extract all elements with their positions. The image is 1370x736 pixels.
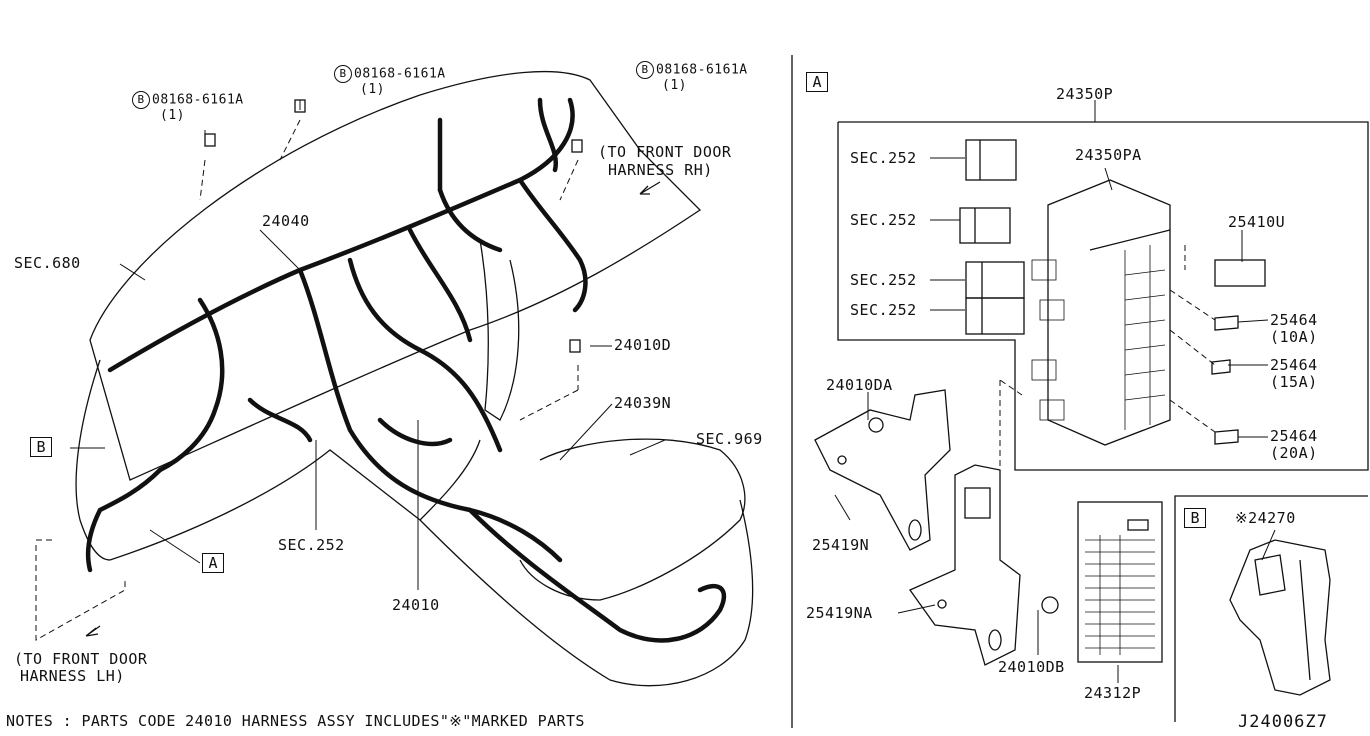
- bracket-25419n: [814, 389, 951, 551]
- part-25410u-label: 25410U: [1228, 213, 1286, 231]
- fuse-10a-rating: (10A): [1270, 328, 1318, 346]
- part-24312p-label: 24312P: [1084, 684, 1142, 702]
- instrument-panel-outline: [75, 70, 754, 687]
- arrow-rh: [639, 181, 661, 195]
- detail-b-frame: [1174, 495, 1368, 722]
- bracket-25419na: [909, 464, 1059, 666]
- part-24010db-label: 24010DB: [998, 658, 1065, 676]
- part-24040-label: 24040: [262, 212, 310, 230]
- part-24010d-label: 24010D: [614, 336, 672, 354]
- bolt-b-icon: B: [636, 61, 654, 79]
- detail-a-leaders: [834, 100, 1276, 683]
- to-front-door-lh-line2: HARNESS LH): [20, 667, 125, 685]
- sec-252-main-label: SEC.252: [278, 536, 345, 554]
- leader-lines: [70, 100, 666, 590]
- fuse-label-card: [1077, 501, 1163, 663]
- fuse-10a-part: 25464: [1270, 311, 1318, 329]
- bolt-qty-1: (1): [160, 108, 185, 123]
- bolt-b-icon: B: [132, 91, 150, 109]
- fuse-20a-part: 25464: [1270, 427, 1318, 445]
- part-24350p-label: 24350P: [1056, 85, 1114, 103]
- detail-a-marker: A: [202, 553, 224, 573]
- notes-text: NOTES : PARTS CODE 24010 HARNESS ASSY IN…: [6, 712, 585, 730]
- sec-680-label: SEC.680: [14, 254, 81, 272]
- fuse-block: [1031, 179, 1171, 446]
- bolt-qty-3: (1): [662, 78, 687, 93]
- detail-a-title: A: [806, 72, 828, 92]
- dashed-leaders: [35, 119, 1216, 641]
- diagram-code: J24006Z7: [1238, 712, 1328, 732]
- to-front-door-rh-line1: (TO FRONT DOOR: [598, 143, 732, 161]
- detail-b-title: B: [1184, 508, 1206, 528]
- to-front-door-lh-line1: (TO FRONT DOOR: [14, 650, 148, 668]
- part-24350pa-label: 24350PA: [1075, 146, 1142, 164]
- harness-wires: [85, 97, 727, 643]
- sec-969-label: SEC.969: [696, 430, 763, 448]
- bolt-qty-2: (1): [360, 82, 385, 97]
- arrow-lh: [85, 625, 101, 637]
- bolt-icons: [204, 99, 583, 353]
- sec-252-relay-2: SEC.252: [850, 211, 917, 229]
- to-front-door-rh-line2: HARNESS RH): [608, 161, 713, 179]
- detail-b-part: [1229, 539, 1331, 696]
- part-24010da-label: 24010DA: [826, 376, 893, 394]
- sec-252-relay-1: SEC.252: [850, 149, 917, 167]
- fuse-15a-rating: (15A): [1270, 373, 1318, 391]
- detail-b-marker: B: [30, 437, 52, 457]
- relay-icons: [959, 139, 1025, 335]
- sec-252-relay-4: SEC.252: [850, 301, 917, 319]
- part-25419na-label: 25419NA: [806, 604, 873, 622]
- bolt-b-icon: B: [334, 65, 352, 83]
- part-24039n-label: 24039N: [614, 394, 672, 412]
- sec-252-relay-3: SEC.252: [850, 271, 917, 289]
- fuse-block-frame: [837, 121, 1369, 471]
- part-24270-label: ※24270: [1235, 509, 1296, 527]
- part-25419n-label: 25419N: [812, 536, 870, 554]
- part-24010-label: 24010: [392, 596, 440, 614]
- fuse-icons: [1211, 259, 1266, 445]
- fuse-15a-part: 25464: [1270, 356, 1318, 374]
- fuse-20a-rating: (20A): [1270, 444, 1318, 462]
